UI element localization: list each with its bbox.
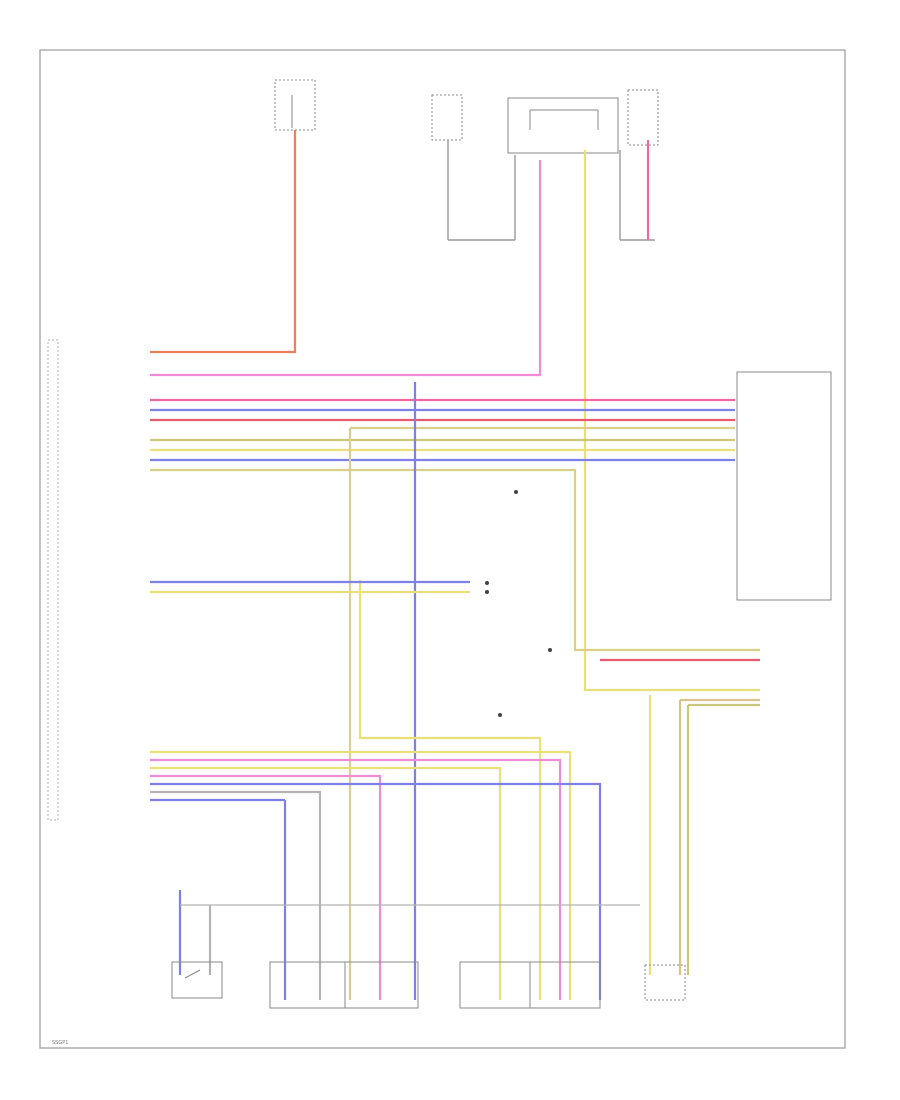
bottom-switch-left	[171, 961, 223, 999]
bottom-switch-right	[459, 961, 601, 1009]
right-module-box	[736, 371, 832, 601]
top-relay-box	[507, 97, 619, 154]
top-center-fuse	[431, 94, 463, 141]
center-trunk-wires	[348, 382, 542, 1000]
junction-dots	[485, 490, 552, 717]
top-stub-wires	[447, 140, 655, 241]
left-module-box	[47, 339, 59, 821]
wire-orange	[150, 130, 297, 354]
diagram-border	[39, 49, 846, 1049]
footer-code: SSGP1	[52, 1040, 69, 1046]
wire-pink-top	[150, 160, 542, 377]
bus-wires	[150, 398, 760, 652]
bottom-left-wires	[178, 890, 640, 975]
top-left-fuse	[274, 79, 316, 131]
top-right-fuse	[627, 89, 659, 146]
bottom-switch-center	[269, 961, 419, 1009]
lower-bundle-wires	[150, 750, 602, 1000]
wire-yellow-vertical	[583, 150, 760, 692]
bottom-switch-far-right	[644, 964, 686, 1001]
middle-wires	[150, 580, 760, 975]
